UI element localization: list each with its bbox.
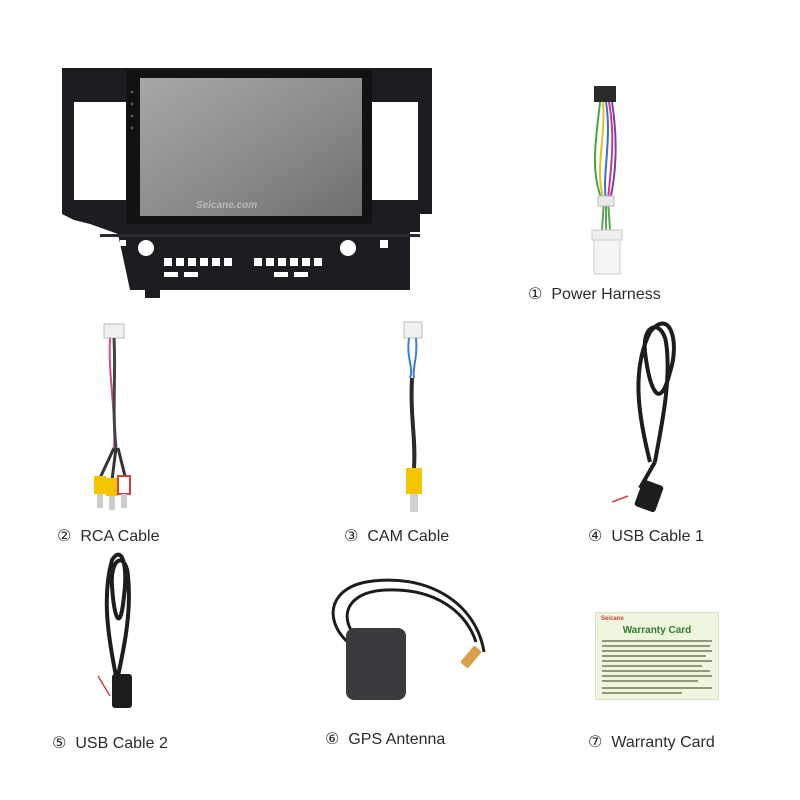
power-harness-image <box>580 80 640 280</box>
warranty-card-brand: Seicane <box>601 616 624 622</box>
usb-cable-2-image <box>82 546 152 718</box>
gps-antenna-image <box>316 572 500 706</box>
warranty-card-title: Warranty Card <box>622 625 692 636</box>
usb-cable-1-image <box>600 312 700 518</box>
rca-cable-image <box>86 318 146 518</box>
head-unit-image <box>60 64 440 300</box>
cam-cable-image <box>390 318 440 518</box>
warranty-card-image: Seicane Warranty Card <box>595 612 719 700</box>
watermark-text: Seicane.com <box>196 200 258 211</box>
